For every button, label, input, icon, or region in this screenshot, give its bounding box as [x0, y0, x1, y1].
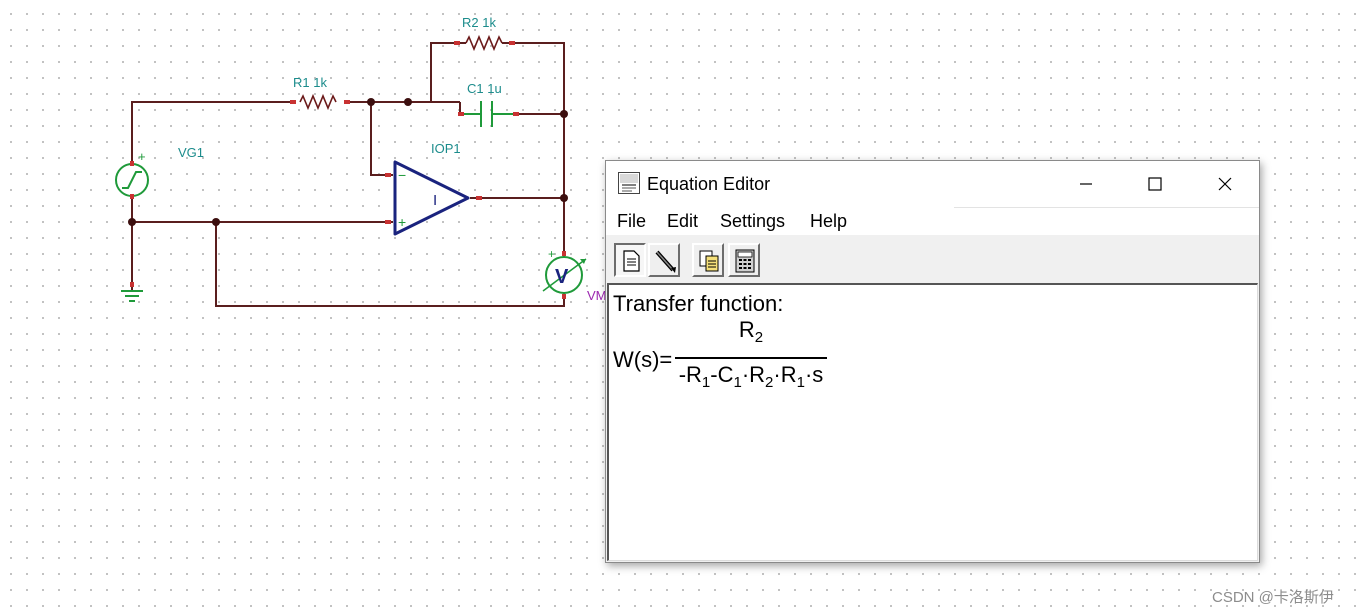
fraction-bar	[675, 357, 827, 359]
voltmeter-symbol: V	[555, 266, 569, 288]
opamp-symbol: I	[433, 192, 437, 209]
menu-file[interactable]: File	[617, 211, 647, 231]
fraction-denominator: -R1-C1·R2·R1·s	[678, 362, 824, 391]
opamp-minus-sign: −	[398, 167, 406, 183]
wires	[131, 42, 565, 307]
menu-divider	[954, 207, 1259, 208]
resistor-r1[interactable]	[290, 93, 350, 111]
voltmeter-vm[interactable]: V +	[542, 247, 587, 299]
vg1-label: VG1	[178, 145, 204, 160]
close-button[interactable]	[1190, 161, 1260, 207]
vm-label: VM	[587, 288, 607, 303]
equation-editor-window[interactable]: Equation Editor File Edit Settings Help	[605, 160, 1260, 563]
equation-output-area[interactable]: Transfer function: W(s)= R2 -R1-C1·R2·R1…	[607, 283, 1258, 561]
window-title: Equation Editor	[647, 174, 771, 194]
menu-help[interactable]: Help	[810, 211, 848, 231]
maximize-button[interactable]	[1120, 161, 1190, 207]
watermark: CSDN @卡洛斯伊	[1212, 589, 1334, 606]
opamp-iop1[interactable]: I − +	[385, 160, 482, 236]
minimize-button[interactable]	[1051, 161, 1121, 207]
fraction-numerator: R2	[738, 317, 764, 346]
calculator-icon	[735, 249, 755, 273]
equation-lhs: W(s)=	[613, 347, 673, 372]
c1-label: C1 1u	[467, 81, 502, 96]
iop1-label: IOP1	[431, 141, 461, 156]
copy-button[interactable]	[692, 243, 724, 277]
ground-icon	[121, 290, 143, 302]
menu-bar	[606, 207, 1259, 235]
r2-label: R2 1k	[462, 15, 496, 30]
menu-settings[interactable]: Settings	[720, 211, 786, 231]
maximize-icon	[1148, 177, 1162, 191]
r1-label: R1 1k	[293, 75, 327, 90]
pencil-edit-button[interactable]	[648, 243, 680, 277]
vg1-plus-sign: +	[138, 149, 146, 164]
equation-editor-icon	[618, 172, 640, 194]
close-icon	[1218, 177, 1232, 191]
menu-edit[interactable]: Edit	[667, 211, 699, 231]
document-view-button[interactable]	[614, 243, 646, 277]
capacitor-c1[interactable]	[458, 101, 519, 127]
voltage-source-vg1[interactable]: +	[115, 149, 149, 199]
opamp-plus-sign: +	[398, 214, 406, 230]
minimize-icon	[1080, 183, 1092, 185]
transfer-function-fraction: R2 -R1-C1·R2·R1·s	[675, 317, 827, 397]
copy-icon	[699, 250, 719, 272]
calculator-button[interactable]	[728, 243, 760, 277]
resistor-r2[interactable]	[454, 34, 515, 52]
voltmeter-plus-sign: +	[548, 247, 555, 261]
pencil-icon	[655, 250, 676, 273]
title-bar[interactable]: Equation Editor	[606, 161, 1259, 207]
junction-dots	[128, 98, 568, 226]
transfer-function-heading: Transfer function:	[613, 291, 784, 316]
document-icon	[623, 250, 640, 272]
